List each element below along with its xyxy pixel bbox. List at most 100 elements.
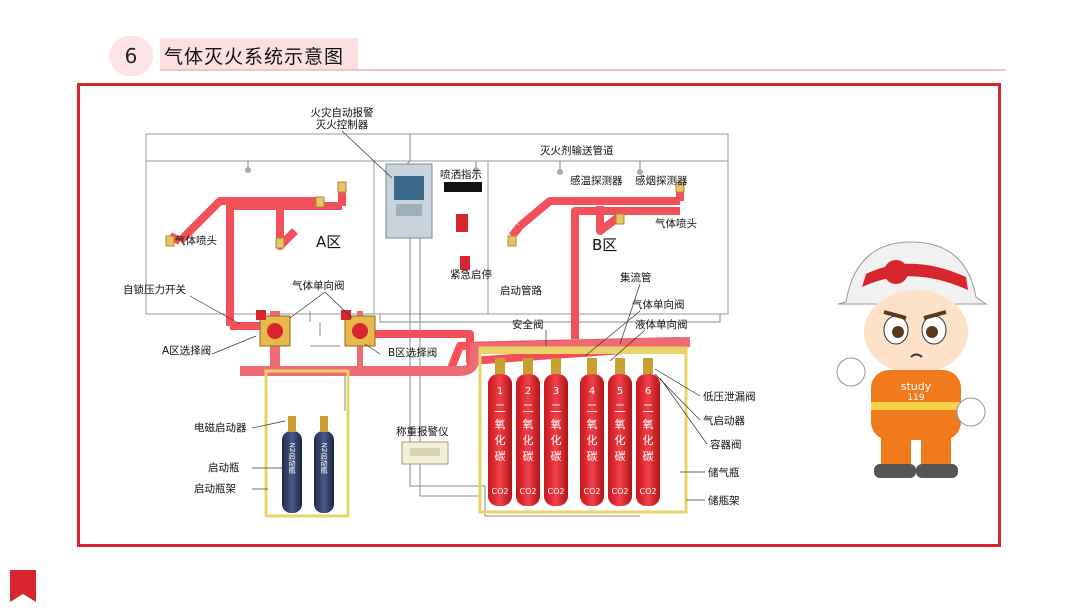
start-bottle-rack-frame (264, 369, 350, 518)
co2-bottle-agent-char: 碳 (495, 449, 506, 463)
main-collector-pipe (240, 337, 691, 376)
co2-bottle-formula: CO2 (548, 487, 565, 496)
control-panel-label-1: 火灾自动报警 (311, 106, 374, 119)
co2-bottle-number: 3 (553, 386, 559, 397)
co2-bottle-formula: CO2 (520, 487, 537, 496)
zone-a-label: A区 (316, 233, 341, 251)
co2-bottle-formula: CO2 (612, 487, 629, 496)
co2-bottle-agent-char: 二 (615, 402, 626, 415)
building-outline (145, 133, 729, 315)
co2-bottle-body (636, 374, 660, 506)
mascot-badge-line2: 119 (907, 393, 924, 403)
co2-bottle-agent-char: 碳 (551, 449, 562, 463)
bookmark-icon (10, 570, 36, 602)
select-valve-a-label: A区选择阀 (162, 344, 211, 357)
weighing-alarm-icon (401, 441, 449, 465)
co2-bottle-body (516, 374, 540, 506)
slide-number-badge: 6 (109, 36, 153, 76)
start-bottle-rack-label: 启动瓶架 (194, 482, 236, 495)
low-pressure-vent-label: 低压泄漏阀 (703, 390, 756, 403)
co2-bottle-agent-char: 碳 (643, 449, 654, 463)
gas-extinguishing-diagram: N2启动瓶 N2启动瓶 1二氧化碳CO22二氧化碳CO23二氧化碳CO24二氧化… (123, 106, 756, 518)
co2-bottle-body (608, 374, 632, 506)
select-valve-a-icon (256, 310, 291, 347)
n2-bottle-1-label: N2启动瓶 (288, 443, 296, 475)
co2-bottle-agent-char: 化 (551, 433, 562, 447)
co2-rack-top-rail (480, 348, 686, 354)
container-valve-icon (551, 358, 561, 374)
co2-bottle-group: 1二氧化碳CO22二氧化碳CO23二氧化碳CO24二氧化碳CO25二氧化碳CO2… (488, 358, 660, 506)
bottle-rack-label: 储瓶架 (708, 494, 740, 507)
ceiling-detectors (245, 167, 643, 175)
emergency-stop-icon (456, 214, 470, 270)
co2-bottle-agent-char: 二 (587, 402, 598, 415)
co2-bottle-agent-char: 化 (587, 433, 598, 447)
co2-bottle-agent-char: 碳 (615, 449, 626, 463)
co2-bottle-number: 1 (497, 386, 503, 397)
co2-bottle-body (488, 374, 512, 506)
co2-bottle-agent-char: 氧 (587, 417, 598, 431)
title-highlight (160, 38, 358, 70)
title-divider (160, 69, 1006, 71)
firefighter-mascot: study 119 (836, 241, 988, 478)
select-valve-b-label: B区选择阀 (388, 346, 437, 359)
check-valve-liquid-label: 液体单向阀 (635, 318, 688, 331)
co2-bottle-agent-char: 氧 (643, 417, 654, 431)
zone-b-label: B区 (592, 236, 617, 254)
co2-bottle-number: 2 (525, 386, 531, 397)
mascot-left-boot (874, 464, 916, 478)
n2-bottle-2: N2启动瓶 (314, 416, 334, 513)
co2-bottle-agent-char: 氧 (495, 417, 506, 431)
start-pipeline-label: 启动管路 (500, 284, 542, 297)
co2-bottle-number: 4 (589, 386, 595, 397)
storage-bottle-label: 储气瓶 (708, 466, 740, 479)
co2-bottle-formula: CO2 (640, 487, 657, 496)
mascot-helmet-badge (884, 260, 908, 284)
page-title: 气体灭火系统示意图 (164, 46, 345, 68)
mascot-right-boot (916, 464, 958, 478)
check-valve-gas-label: 气体单向阀 (292, 279, 345, 292)
co2-bottle-number: 6 (645, 386, 651, 397)
emergency-stop-label: 紧急启停 (450, 268, 492, 281)
co2-bottle-agent-char: 氧 (551, 417, 562, 431)
co2-bottle-agent-char: 化 (643, 433, 654, 447)
control-panel-label-2: 灭火控制器 (316, 118, 369, 131)
mascot-right-glove (956, 397, 986, 427)
smoke-detector-label: 感烟探测器 (635, 174, 688, 187)
nozzle-a-label: 气体喷头 (175, 234, 217, 247)
nozzle-b-label: 气体喷头 (655, 217, 697, 230)
spray-indicator-label: 喷洒指示 (440, 168, 482, 181)
start-bottle-label: 启动瓶 (208, 461, 240, 474)
co2-bottle-agent-char: 碳 (523, 449, 534, 463)
nozzles (165, 181, 685, 249)
solenoid-starter-label: 电磁启动器 (194, 421, 247, 434)
co2-bottle-body (544, 374, 568, 506)
container-valve-icon (523, 358, 533, 374)
heat-detector-label: 感温探测器 (570, 174, 623, 187)
co2-bottle-agent-char: 二 (643, 402, 654, 415)
mascot-face (864, 290, 968, 374)
co2-bottle-agent-char: 氧 (615, 417, 626, 431)
co2-bottle-agent-char: 化 (495, 433, 506, 447)
co2-bottle-agent-char: 二 (551, 402, 562, 415)
weighing-alarm-label: 称重报警仪 (396, 425, 449, 438)
safety-valve-label: 安全阀 (512, 318, 544, 331)
gas-starter-label: 气启动器 (703, 414, 745, 427)
n2-bottle-2-label: N2启动瓶 (320, 443, 328, 475)
pipe-label: 灭火剂输送管道 (540, 144, 614, 157)
container-valve-icon (643, 358, 653, 374)
select-valve-b-icon (341, 310, 376, 347)
slide-number: 6 (124, 44, 138, 68)
co2-bottle-agent-char: 碳 (587, 449, 598, 463)
co2-bottle-agent-char: 二 (523, 402, 534, 415)
check-valve-gas2-label: 气体单向阀 (632, 298, 685, 311)
n2-bottle-1: N2启动瓶 (282, 416, 302, 513)
container-valve-label: 容器阀 (710, 438, 742, 451)
spray-indicator-icon (444, 182, 482, 192)
co2-bottle-agent-char: 化 (523, 433, 534, 447)
